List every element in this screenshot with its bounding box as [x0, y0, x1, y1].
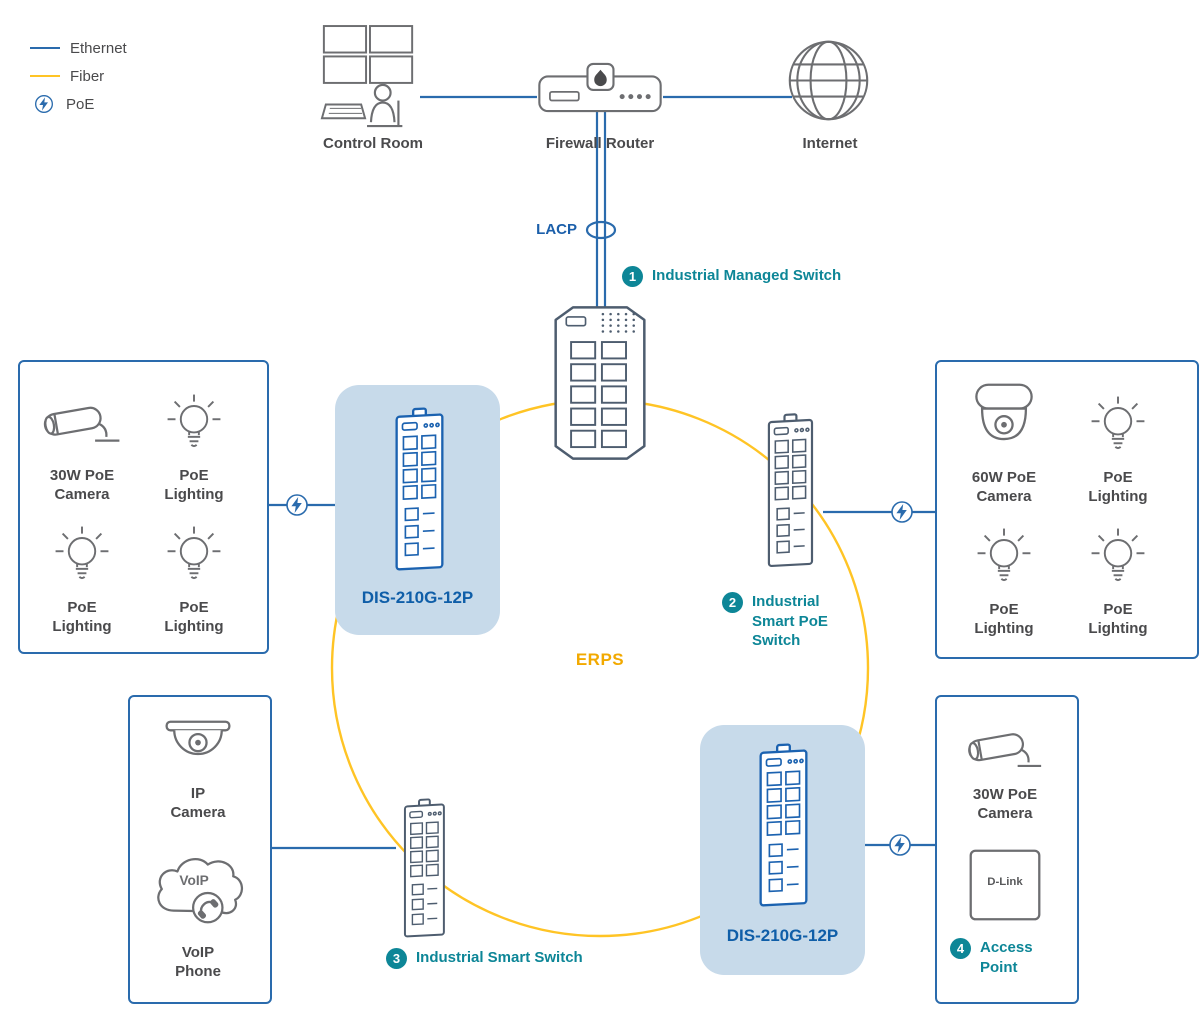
device-label: 30W PoE Camera	[49, 467, 115, 503]
light-bulb-icon	[967, 516, 1041, 594]
device-item-60w-camera: 60W PoE Camera	[948, 378, 1060, 507]
device-label: IP Camera	[170, 785, 226, 821]
poe-icon	[890, 500, 914, 524]
device-item-poe-lighting: PoE Lighting	[948, 516, 1060, 639]
device-item-voip-phone: VoIP VoIP Phone	[143, 845, 253, 982]
smart-switch-label: Industrial Smart Switch	[416, 949, 583, 966]
left-device-group-box	[18, 360, 269, 654]
dis-210g-12p-right-icon	[748, 740, 818, 916]
dlink-logo-text: D-Link	[987, 876, 1023, 888]
dis-left-model-label: DIS-210G-12P	[361, 588, 474, 607]
industrial-smart-switch-icon	[393, 796, 455, 944]
device-label: PoE Lighting	[974, 601, 1034, 637]
device-label: PoE Lighting	[164, 599, 224, 635]
device-label: PoE Lighting	[52, 599, 112, 635]
device-label: 30W PoE Camera	[972, 786, 1038, 822]
device-item-30w-camera: 30W PoE Camera	[26, 382, 138, 505]
device-item-poe-lighting: PoE Lighting	[144, 514, 244, 637]
legend-fiber-row: Fiber	[30, 62, 127, 90]
firewall-router-icon	[537, 62, 663, 114]
access-point-label: Access Point	[980, 939, 1033, 976]
smart-poe-switch-callout: 2 Industrial Smart PoE Switch	[722, 592, 844, 651]
access-point-icon: D-Link	[965, 845, 1045, 925]
device-item-30w-camera: 30W PoE Camera	[950, 715, 1060, 824]
control-room-icon	[318, 24, 420, 134]
dome-camera-icon	[158, 712, 238, 778]
device-item-poe-lighting: PoE Lighting	[26, 514, 138, 637]
device-item-poe-lighting: PoE Lighting	[144, 382, 244, 505]
step-4-badge: 4	[950, 938, 971, 959]
light-bulb-icon	[1081, 516, 1155, 594]
device-label: 60W PoE Camera	[971, 469, 1037, 505]
dis-210g-12p-left-icon	[384, 404, 454, 580]
device-item-ip-camera: IP Camera	[143, 712, 253, 823]
dis-right-model-label: DIS-210G-12P	[726, 926, 839, 945]
industrial-managed-switch-icon	[547, 303, 653, 463]
lacp-label: LACP	[536, 221, 577, 238]
smart-switch-callout: 3 Industrial Smart Switch	[386, 948, 583, 969]
erps-label: ERPS	[575, 650, 625, 669]
bullet-camera-icon	[36, 382, 128, 460]
legend-fiber-label: Fiber	[70, 67, 105, 85]
step-2-badge: 2	[722, 592, 743, 613]
legend-ethernet-label: Ethernet	[70, 39, 127, 57]
legend-ethernet-row: Ethernet	[30, 34, 127, 62]
poe-icon	[34, 94, 54, 114]
light-bulb-icon	[1081, 384, 1155, 462]
device-item-poe-lighting: PoE Lighting	[1068, 516, 1168, 639]
voip-cloud-icon: VoIP	[146, 845, 250, 937]
device-label: VoIP Phone	[175, 944, 221, 980]
light-bulb-icon	[157, 514, 231, 592]
ptz-camera-icon	[964, 378, 1044, 462]
bullet-camera-icon	[960, 715, 1050, 779]
internet-label: Internet	[802, 135, 858, 152]
light-bulb-icon	[157, 382, 231, 460]
light-bulb-icon	[45, 514, 119, 592]
device-label: PoE Lighting	[1088, 469, 1148, 505]
fiber-line-swatch	[30, 75, 60, 77]
lacp-aggregation-ellipse	[585, 220, 617, 240]
device-label: PoE Lighting	[164, 467, 224, 503]
device-item-poe-lighting: PoE Lighting	[1068, 384, 1168, 507]
industrial-smart-poe-switch-icon	[757, 406, 823, 579]
legend-poe-label: PoE	[66, 95, 95, 113]
managed-switch-label: Industrial Managed Switch	[652, 267, 842, 284]
poe-icon	[285, 493, 309, 517]
step-3-badge: 3	[386, 948, 407, 969]
ethernet-line-swatch	[30, 47, 60, 49]
voip-cloud-text: VoIP	[179, 873, 208, 888]
internet-globe-icon	[786, 38, 871, 123]
access-point-callout: 4 Access Point	[950, 938, 1050, 977]
right-device-group-box	[935, 360, 1199, 659]
firewall-router-label: Firewall Router	[545, 135, 655, 152]
smart-poe-switch-label: Industrial Smart PoE Switch	[752, 593, 828, 649]
device-label: PoE Lighting	[1088, 601, 1148, 637]
poe-icon	[888, 833, 912, 857]
control-room-label: Control Room	[323, 135, 423, 152]
legend: Ethernet Fiber PoE	[30, 34, 127, 118]
legend-poe-row: PoE	[30, 90, 127, 118]
managed-switch-callout: 1 Industrial Managed Switch	[622, 266, 841, 287]
step-1-badge: 1	[622, 266, 643, 287]
